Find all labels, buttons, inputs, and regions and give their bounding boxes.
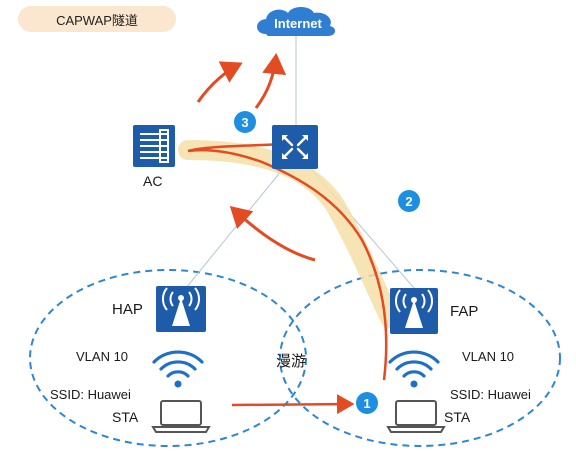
- left-wifi-signal-icon: [152, 350, 204, 388]
- internet-cloud-icon: [257, 7, 336, 36]
- right-coverage-cell: [279, 269, 561, 447]
- hap-access-point-icon: [156, 286, 206, 332]
- step-3-badge: 3: [234, 111, 256, 133]
- core-switch-icon: [272, 125, 318, 169]
- right-ssid-label: SSID: Huawei: [450, 387, 531, 402]
- uplink-arrow-left: [196, 61, 243, 103]
- left-vlan-label: VLAN 10: [76, 349, 129, 364]
- step-2-badge: 2: [398, 190, 420, 212]
- return-arrow: [229, 205, 316, 262]
- right-vlan-label: VLAN 10: [462, 349, 515, 364]
- uplink-arrow-right: [254, 53, 287, 109]
- left-sta-laptop-icon: [151, 400, 211, 433]
- roaming-arrow: [231, 394, 355, 415]
- internet-label: Internet: [274, 16, 322, 31]
- step-1-badge: 1: [356, 392, 378, 414]
- switch-hap-link: [185, 169, 283, 289]
- left-sta-label: STA: [112, 409, 139, 425]
- right-sta-laptop-icon: [386, 400, 446, 433]
- title-badge: CAPWAP隧道: [18, 6, 176, 32]
- roaming-label: 漫游: [276, 353, 307, 370]
- fap-label: FAP: [450, 303, 479, 320]
- left-coverage-cell: [29, 269, 307, 447]
- data-path-arrow: [187, 141, 388, 381]
- ac-controller-icon: [133, 125, 175, 167]
- right-sta-label: STA: [444, 409, 471, 425]
- ac-label: AC: [143, 173, 163, 189]
- right-wifi-signal-icon: [388, 350, 440, 388]
- hap-label: HAP: [112, 301, 143, 318]
- fap-access-point-icon: [390, 288, 438, 334]
- left-ssid-label: SSID: Huawei: [50, 387, 131, 402]
